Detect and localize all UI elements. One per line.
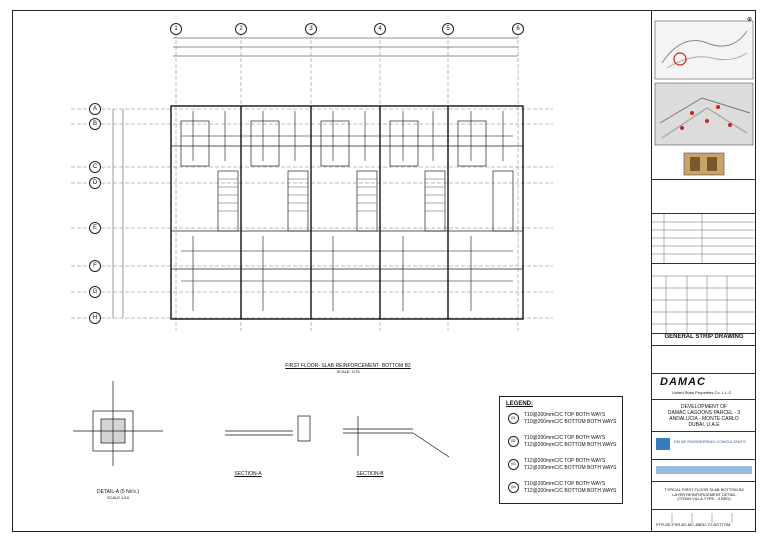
legend-bottom-text: T12@200mmC/C BOTTOM BOTH WAYS bbox=[524, 465, 617, 471]
project-section: DEVELOPMENT OF DAMAC LAGOONS PARCEL - 3 … bbox=[652, 399, 756, 431]
legend-top-text: T10@200mmC/C TOP BOTH WAYS bbox=[524, 481, 606, 487]
drawing-number: PTR-DE-FSR-B2-MC-4BED-TV-BOTTOM bbox=[656, 522, 731, 527]
grid-bubble-col-3: 3 bbox=[305, 23, 317, 35]
project-line: ANDALUCIA - MONTE CARLO bbox=[669, 416, 739, 422]
drawing-sheet: 1 2 3 4 5 6 A B C D E F G H FIRST FLOOR-… bbox=[12, 10, 756, 532]
legend-bottom-text: T12@200mmC/C BOTTOM BOTH WAYS bbox=[524, 488, 617, 494]
plan-title: FIRST FLOOR- SLAB REINFORCEMENT- BOTTOM … bbox=[285, 363, 411, 369]
drawing-area: 1 2 3 4 5 6 A B C D E F G H FIRST FLOOR-… bbox=[13, 11, 641, 531]
grid-bubble-row-g: G bbox=[89, 286, 101, 298]
grid-bubble-row-h: H bbox=[89, 312, 101, 324]
revision-table-lines bbox=[652, 214, 756, 264]
drawing-title-section: TYPICAL FIRST FLOOR SLAB BOTTOM B2 LAYER… bbox=[652, 481, 756, 509]
consultant-name: EM AE ENGINEERING CONSULTANTS bbox=[674, 439, 746, 444]
notes-section bbox=[652, 179, 756, 213]
approval-table bbox=[652, 263, 756, 334]
drawing-title-line: LAYER REINFORCEMENT DETAIL bbox=[672, 491, 736, 497]
grid-bubble-row-d: D bbox=[89, 177, 101, 189]
legend-top-text: T12@200mmC/C TOP BOTH WAYS bbox=[524, 458, 606, 464]
grid-bubble-row-c: C bbox=[89, 161, 101, 173]
contractor-logo bbox=[656, 466, 752, 474]
grid-bubble-col-1: 1 bbox=[170, 23, 182, 35]
legend-item: B3 T12@200mmC/C TOP BOTH WAYS T12@200mmC… bbox=[504, 457, 620, 475]
legend-symbol: B2 bbox=[508, 436, 519, 447]
grid-bubble-col-4: 4 bbox=[374, 23, 386, 35]
section-a-title: SECTION-A bbox=[234, 471, 262, 477]
consultant-section: EM AE ENGINEERING CONSULTANTS bbox=[652, 431, 756, 459]
drawing-number-section: PTR-DE-FSR-B2-MC-4BED-TV-BOTTOM bbox=[652, 509, 756, 531]
consultant-logo bbox=[656, 438, 670, 450]
revision-table bbox=[652, 213, 756, 264]
svg-text:⊕: ⊕ bbox=[747, 17, 752, 23]
grid-bubble-row-f: F bbox=[89, 260, 101, 272]
section-b-title: SECTION-B bbox=[356, 471, 384, 477]
detail-a-title: DETAIL-A (5 No's.) bbox=[97, 489, 139, 495]
contractor-section bbox=[652, 459, 756, 481]
title-block: ⊕ bbox=[651, 11, 756, 531]
legend-bottom-text: T10@200mmC/C BOTTOM BOTH WAYS bbox=[524, 419, 617, 425]
strip-table bbox=[652, 345, 756, 373]
plan-scale: SCALE: 1/75 bbox=[336, 369, 360, 374]
project-line: DEVELOPMENT OF bbox=[680, 404, 728, 410]
legend-symbol: B3 bbox=[508, 459, 519, 470]
grid-bubble-row-a: A bbox=[89, 103, 101, 115]
drawing-title-line: (TOWN VILLA TYPE - 4 BED) bbox=[677, 496, 731, 502]
key-plan-thumbnail bbox=[683, 152, 725, 176]
grid-bubble-col-5: 5 bbox=[442, 23, 454, 35]
legend-bottom-text: T12@200mmC/C BOTTOM BOTH WAYS bbox=[524, 442, 617, 448]
legend-top-text: T10@200mmC/C TOP BOTH WAYS bbox=[524, 412, 606, 418]
key-plan-maps: ⊕ bbox=[654, 17, 754, 146]
grid-bubble-col-2: 2 bbox=[235, 23, 247, 35]
legend-box: LEGEND: B1 T10@200mmC/C TOP BOTH WAYS T1… bbox=[499, 396, 623, 504]
client-logo: DAMAC bbox=[660, 376, 706, 388]
legend-item: B4 T10@200mmC/C TOP BOTH WAYS T12@200mmC… bbox=[504, 480, 620, 498]
drawing-number-grid bbox=[671, 513, 733, 523]
grid-bubble-row-e: E bbox=[89, 222, 101, 234]
legend-item: B2 T10@200mmC/C TOP BOTH WAYS T12@200mmC… bbox=[504, 434, 620, 452]
legend-symbol: B4 bbox=[508, 482, 519, 493]
project-line: DUBAI, U.A.E bbox=[688, 422, 720, 428]
legend-symbol: B1 bbox=[508, 413, 519, 424]
legend-item: B1 T10@200mmC/C TOP BOTH WAYS T10@200mmC… bbox=[504, 411, 620, 429]
client-logo-section: DAMAC United Stars Properties Co. L.L.C bbox=[652, 373, 756, 399]
drawing-title-line: TYPICAL FIRST FLOOR SLAB BOTTOM B2 bbox=[664, 487, 744, 492]
floor-plan-svg bbox=[71, 34, 553, 466]
client-subtitle: United Stars Properties Co. L.L.C bbox=[672, 390, 732, 395]
grid-bubble-col-6: 6 bbox=[512, 23, 524, 35]
general-notes-label: GENERAL STRIP DRAWING bbox=[652, 333, 756, 345]
grid-bubble-row-b: B bbox=[89, 118, 101, 130]
project-line: DAMAC LAGOONS PARCEL - 3 bbox=[667, 410, 741, 416]
legend-top-text: T10@200mmC/C TOP BOTH WAYS bbox=[524, 435, 606, 441]
legend-title: LEGEND: bbox=[506, 401, 533, 407]
detail-a-scale: SCALE 1/10 bbox=[106, 495, 129, 500]
approval-table-lines bbox=[652, 275, 756, 334]
